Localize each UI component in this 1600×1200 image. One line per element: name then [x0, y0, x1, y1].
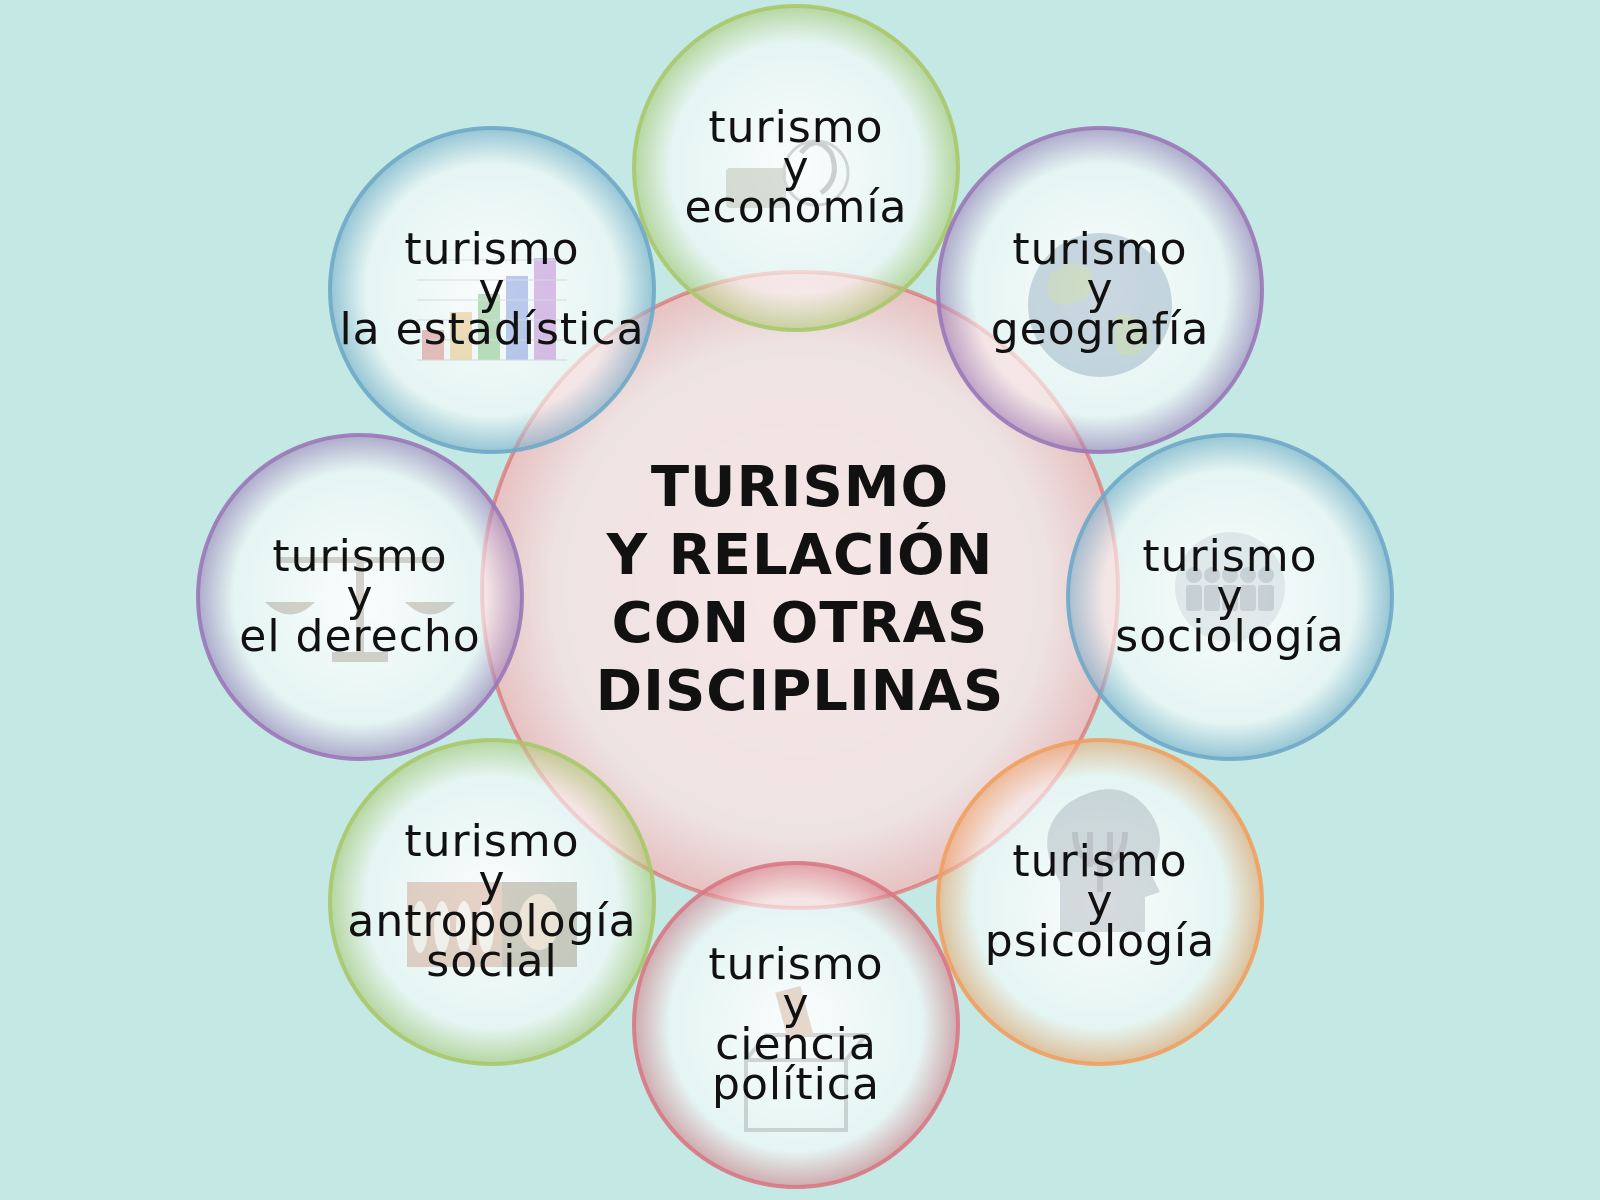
discipline-label-line: economía	[684, 182, 907, 233]
discipline-label-line: turismo	[708, 102, 883, 153]
money-hand-icon	[726, 139, 850, 208]
center-title-line: Y RELACIÓN	[606, 523, 994, 588]
discipline-label-line: sociología	[1115, 611, 1344, 662]
discipline-label-line: el derecho	[239, 611, 480, 662]
discipline-label-line: turismo	[404, 816, 579, 867]
globe-icon	[1028, 233, 1172, 377]
discipline-label-line: turismo	[1012, 836, 1187, 887]
discipline-label-line: política	[712, 1059, 880, 1110]
ballot-box-icon	[744, 985, 871, 1132]
people-group-icon	[1175, 532, 1285, 642]
center-circle-tint	[484, 274, 1116, 906]
discipline-label-line: y	[1086, 264, 1113, 315]
discipline-label-line: y	[782, 979, 809, 1030]
discipline-label-line: y	[346, 571, 373, 622]
discipline-circle-psicologia	[936, 738, 1264, 1066]
discipline-circle-geografia	[936, 126, 1264, 454]
discipline-label-line: y	[478, 264, 505, 315]
discipline-label-line: ciencia	[715, 1019, 877, 1070]
figures-portrait-icon	[407, 882, 577, 967]
center-title-line: CON OTRAS	[612, 591, 989, 656]
discipline-label-line: psicología	[985, 916, 1215, 967]
discipline-circle-economia	[632, 4, 960, 332]
discipline-circle-derecho	[196, 433, 524, 761]
discipline-label-line: turismo	[272, 531, 447, 582]
discipline-circle-estadistica	[328, 126, 656, 454]
discipline-label-line: y	[782, 142, 809, 193]
center-title-line: DISCIPLINAS	[596, 659, 1005, 724]
discipline-label-line: antropología	[347, 896, 636, 947]
discipline-label-line: y	[478, 856, 505, 907]
psi-head-icon	[1047, 789, 1160, 932]
center-title-line: TURISMO	[651, 455, 949, 520]
discipline-label-line: turismo	[1012, 224, 1187, 275]
discipline-label-line: y	[1086, 876, 1113, 927]
discipline-label-line: turismo	[404, 224, 579, 275]
bar-chart-icon	[417, 258, 567, 361]
discipline-label-line: turismo	[708, 939, 883, 990]
discipline-circle-sociologia	[1066, 433, 1394, 761]
discipline-label-line: social	[426, 936, 557, 987]
discipline-label-line: geografía	[991, 304, 1210, 355]
discipline-circle-antropologia-social	[328, 738, 656, 1066]
discipline-circle-ciencia-politica	[632, 861, 960, 1189]
scales-icon	[265, 557, 455, 662]
discipline-label-line: la estadística	[339, 304, 644, 355]
discipline-label-line: turismo	[1142, 531, 1317, 582]
discipline-label-line: y	[1216, 571, 1243, 622]
